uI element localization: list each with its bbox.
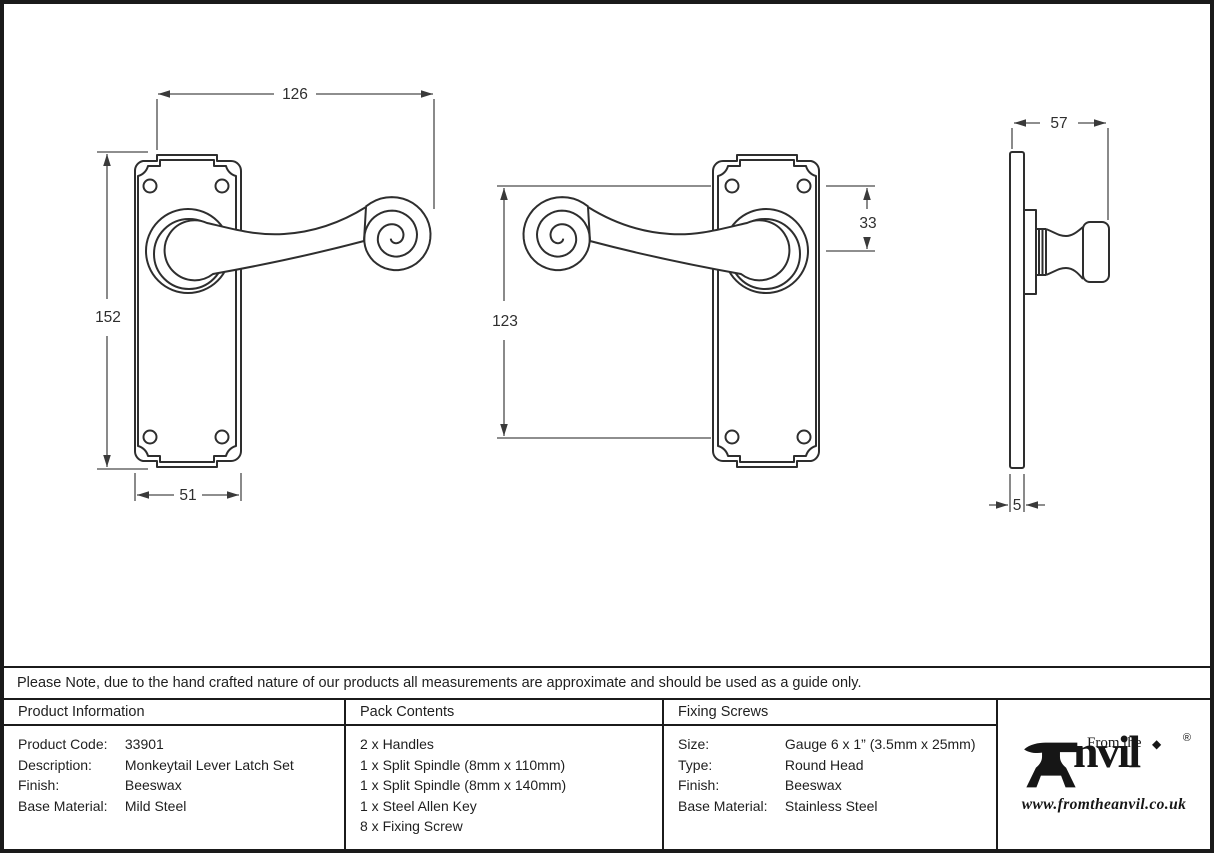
row-label: Size:	[678, 736, 710, 752]
row-value: Stainless Steel	[784, 797, 878, 814]
list-item: 1 x Split Spindle (8mm x 140mm)	[360, 777, 567, 794]
dim-label-plate-thickness: 5	[1013, 497, 1022, 514]
dim-label-projection: 57	[1050, 115, 1067, 132]
table-row: Base Material: Stainless Steel	[678, 796, 992, 817]
brand-name: nvil	[1072, 726, 1141, 777]
dim-label-plate-width: 51	[179, 487, 196, 504]
row-label: Finish:	[678, 777, 720, 794]
table-row: Size: Gauge 6 x 1” (3.5mm x 25mm)	[678, 734, 992, 755]
fixing-screws-body: Size: Gauge 6 x 1” (3.5mm x 25mm) Type: …	[664, 726, 996, 849]
row-label: Base Material:	[678, 797, 768, 814]
table-row: Description: Monkeytail Lever Latch Set	[18, 755, 340, 776]
front-elevation-right: 123 33	[492, 154, 877, 468]
spec-table: Product Information Product Code: 33901 …	[4, 700, 1210, 849]
dim-label-plate-height: 152	[95, 309, 121, 326]
row-value: Mild Steel	[124, 797, 187, 814]
side-profile-view: 57 5	[989, 115, 1110, 514]
row-label: Description:	[18, 756, 92, 773]
product-information-header: Product Information	[4, 700, 344, 726]
fixing-screws-header: Fixing Screws	[664, 700, 996, 726]
row-label: Finish:	[18, 777, 60, 794]
dim-label-screw-centres: 123	[492, 313, 518, 330]
table-row: Type: Round Head	[678, 755, 992, 776]
from-the-anvil-logo: From the ◆ nvil ® www.fromtheanvil.co.uk	[1021, 726, 1191, 814]
technical-drawing-area: 126 152 51 123	[4, 4, 1210, 666]
list-item: 8 x Fixing Screw	[360, 818, 463, 835]
row-label: Base Material:	[18, 797, 108, 814]
list-item: 1 x Steel Allen Key	[360, 797, 477, 814]
product-information-body: Product Code: 33901 Description: Monkeyt…	[4, 726, 344, 849]
list-item: 1 x Split Spindle (8mm x 110mm)	[360, 756, 566, 773]
row-value: Monkeytail Lever Latch Set	[124, 756, 294, 773]
fixing-screws-column: Fixing Screws Size: Gauge 6 x 1” (3.5mm …	[664, 700, 998, 849]
table-row: Product Code: 33901	[18, 734, 340, 755]
pack-contents-header: Pack Contents	[346, 700, 662, 726]
row-value: Gauge 6 x 1” (3.5mm x 25mm)	[784, 736, 976, 752]
product-information-column: Product Information Product Code: 33901 …	[4, 700, 346, 849]
front-elevation-left: 126 152 51	[95, 86, 435, 504]
anvil-icon	[1024, 742, 1078, 788]
diamond-icon: ◆	[1151, 737, 1162, 751]
dim-label-top-to-spindle: 33	[859, 215, 876, 232]
row-value: 33901	[124, 736, 164, 752]
row-value: Beeswax	[784, 777, 842, 794]
brand-url: www.fromtheanvil.co.uk	[1021, 796, 1187, 813]
table-row: Finish: Beeswax	[678, 775, 992, 796]
pack-contents-column: Pack Contents 2 x Handles 1 x Split Spin…	[346, 700, 664, 849]
measurement-note-bar: Please Note, due to the hand crafted nat…	[4, 666, 1210, 700]
table-row: Finish: Beeswax	[18, 775, 340, 796]
registered-trademark-icon: ®	[1182, 732, 1191, 744]
pack-contents-body: 2 x Handles 1 x Split Spindle (8mm x 110…	[346, 726, 662, 849]
row-label: Type:	[678, 756, 713, 773]
brand-logo-cell: From the ◆ nvil ® www.fromtheanvil.co.uk	[998, 700, 1210, 849]
technical-drawing: 126 152 51 123	[95, 86, 1110, 514]
table-row: Base Material: Mild Steel	[18, 796, 340, 817]
measurement-note-text: Please Note, due to the hand crafted nat…	[17, 675, 862, 691]
row-value: Beeswax	[124, 777, 182, 794]
brand-prefix: From the	[1086, 735, 1142, 751]
list-item: 2 x Handles	[360, 736, 434, 752]
row-value: Round Head	[784, 756, 864, 773]
dim-label-overall-length: 126	[282, 86, 308, 103]
row-label: Product Code:	[18, 736, 108, 752]
